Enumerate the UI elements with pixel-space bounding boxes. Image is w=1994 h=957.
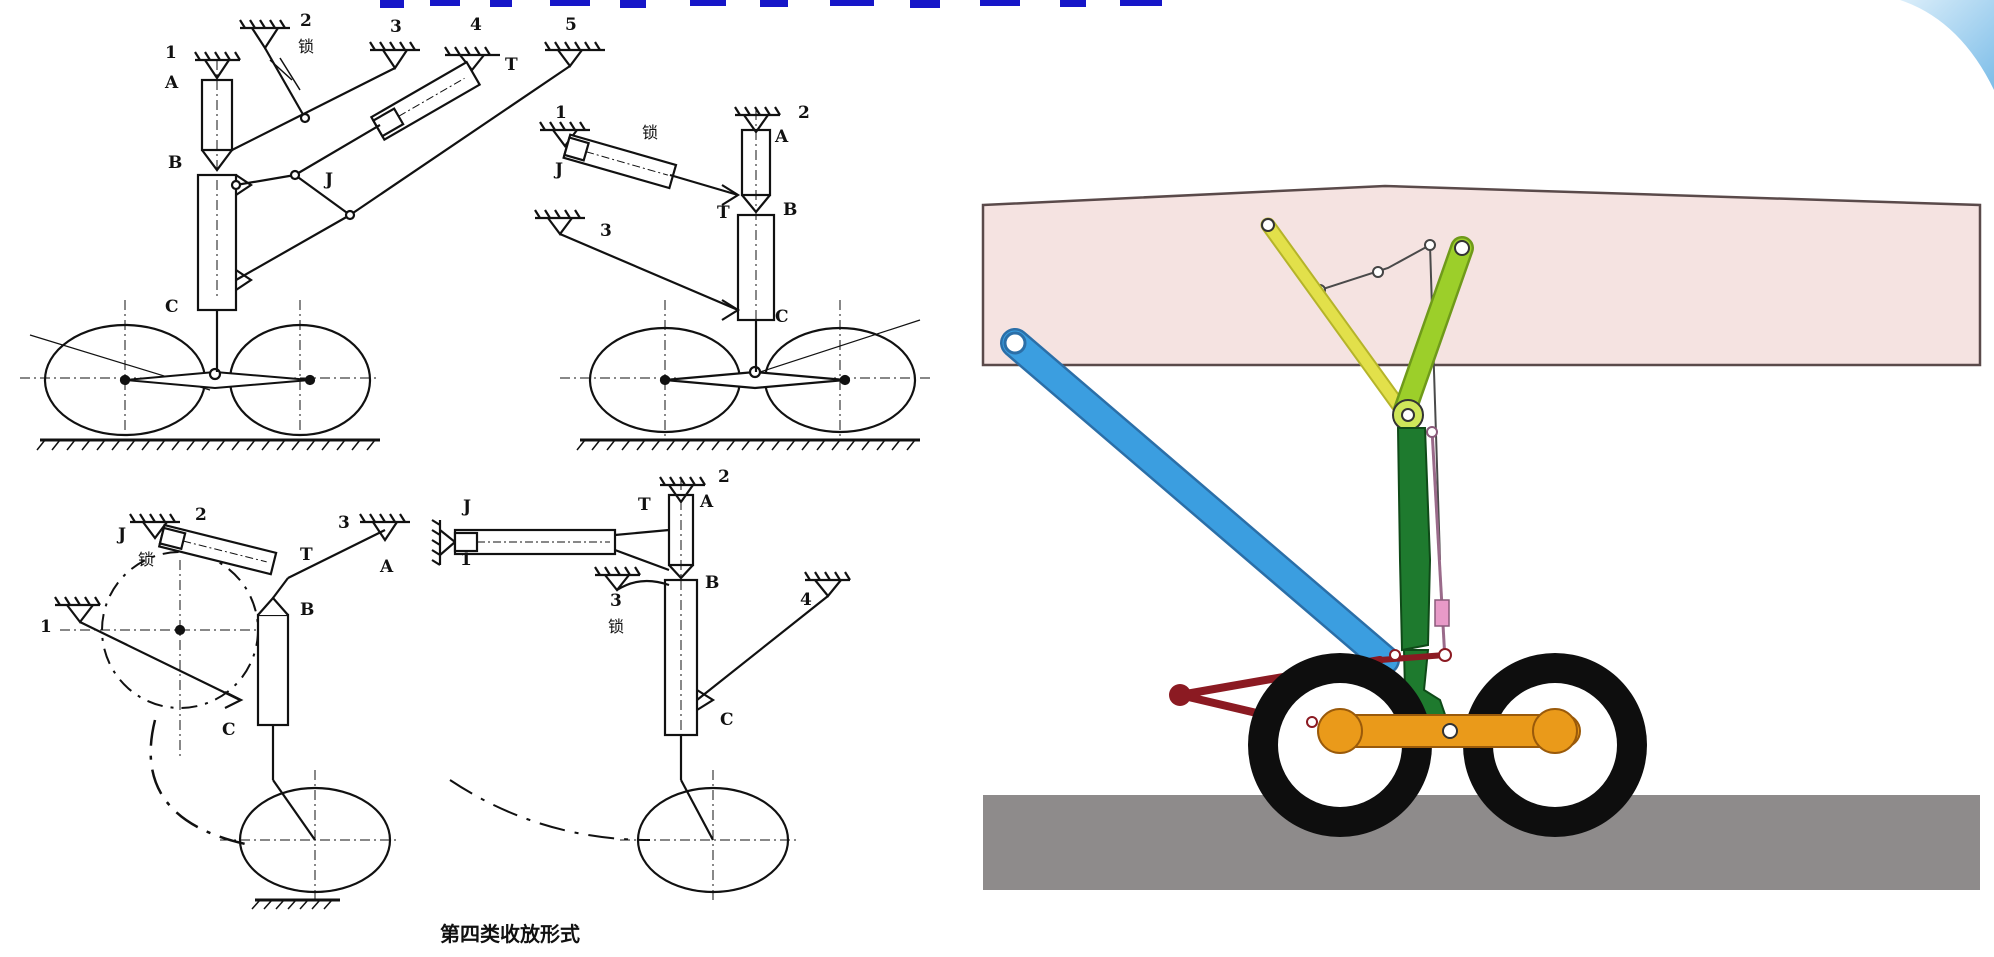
label-d1-lock: 锁 [298, 37, 314, 56]
main-strut [1396, 427, 1432, 652]
label-d2-C: C [775, 307, 789, 327]
label-d4-J: J [461, 497, 471, 517]
label-d3-B: B [300, 600, 314, 620]
label-d1-B: B [168, 153, 182, 173]
ground-hatch-1 [36, 439, 376, 451]
label-d2-3: 3 [600, 221, 612, 241]
label-d4-4: 4 [800, 590, 812, 610]
wheel-bay [981, 184, 1982, 367]
label-d2-J: J [553, 160, 563, 180]
strut-3 [256, 613, 290, 727]
label-d1-T: T [505, 55, 518, 75]
diagram-4 [431, 476, 851, 900]
label-d2-B: B [783, 200, 797, 220]
label-d4-T: T [638, 495, 651, 515]
label-d2-1: 1 [555, 103, 567, 123]
label-d2-2: 2 [798, 103, 810, 123]
label-d2-A: A [774, 127, 789, 147]
torque-pivot [1169, 684, 1191, 706]
figure-caption: 第四类收放形式 [440, 922, 580, 946]
label-d4-C: C [720, 710, 734, 730]
label-d2-lock: 锁 [642, 123, 658, 142]
label-d4-B: B [705, 573, 719, 593]
ground-hatch-2 [576, 439, 916, 451]
label-d3-T: T [300, 545, 313, 565]
label-d4-1: 1 [460, 550, 472, 570]
label-d1-4: 4 [470, 15, 482, 35]
mechanism-drawings [20, 19, 930, 910]
label-d1-3: 3 [390, 17, 402, 37]
label-d3-lock: 锁 [138, 550, 154, 569]
label-d4-lock: 锁 [608, 617, 624, 636]
corner-decoration [1900, 0, 1994, 90]
label-d3-J: J [116, 525, 126, 545]
label-d3-3: 3 [338, 513, 350, 533]
label-d1-C: C [165, 297, 179, 317]
retract-actuator [1434, 599, 1450, 627]
label-d3-C: C [222, 720, 236, 740]
label-d1-A: A [164, 73, 179, 93]
label-d4-3: 3 [610, 591, 622, 611]
drag-link-yellow [1262, 219, 1404, 411]
label-d3-1: 1 [40, 617, 52, 637]
landing-gear-animation [981, 184, 1982, 890]
diagram-2 [534, 106, 930, 451]
diagram-1 [20, 19, 605, 451]
drag-link-lime [1395, 238, 1472, 420]
cropped-title-glyphs [380, 0, 1162, 8]
cropped-title-strip [360, 0, 1460, 18]
label-d2-T: T [717, 203, 730, 223]
label-d1-1: 1 [165, 43, 177, 63]
brace-pivot [1003, 331, 1027, 355]
labels: 1 A 2 锁 3 4 T 5 B J C 1 锁 J 2 A T B 3 C … [40, 11, 812, 740]
diagram-3 [54, 513, 410, 910]
label-d1-5: 5 [565, 15, 577, 35]
side-brace [1002, 330, 1398, 673]
ground-block [983, 795, 1980, 890]
label-d1-J: J [323, 170, 333, 190]
label-d3-A: A [379, 557, 394, 577]
label-d3-2: 2 [195, 505, 207, 525]
label-d4-A: A [699, 492, 714, 512]
label-d4-2: 2 [718, 467, 730, 487]
label-d1-2: 2 [300, 11, 312, 31]
